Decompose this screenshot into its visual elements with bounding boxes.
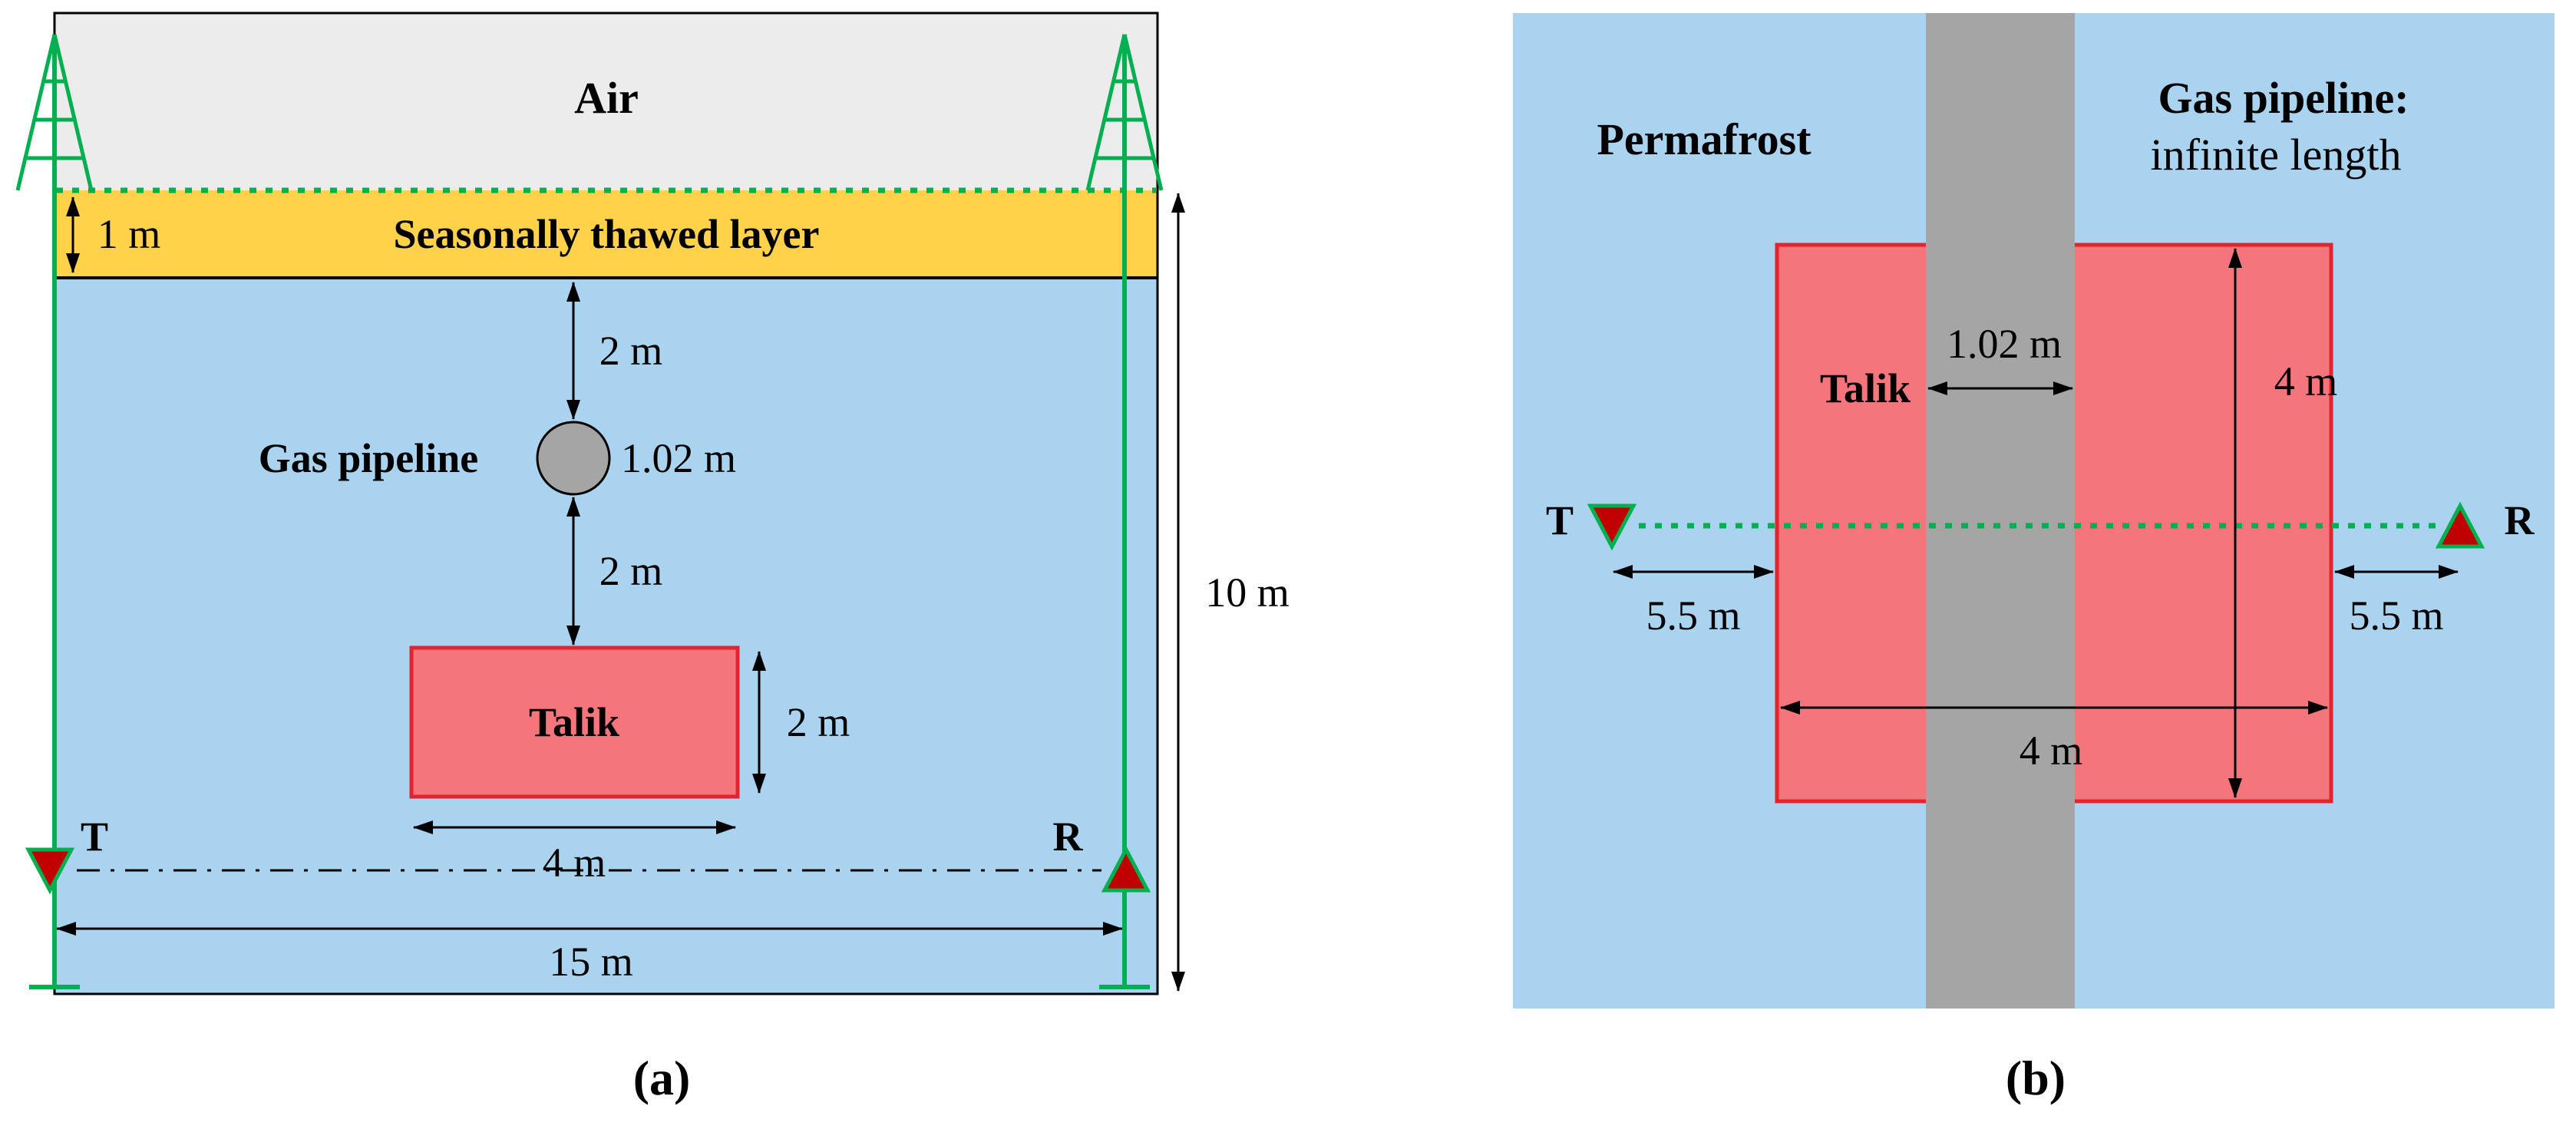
antenna-tower-right-icon bbox=[1085, 34, 1164, 191]
pipeline-circle-icon bbox=[536, 421, 611, 496]
domain-height-label: 10 m bbox=[1205, 569, 1290, 616]
pipe-depth-gap-label: 2 m bbox=[599, 328, 663, 374]
transmitter-icon-b bbox=[1587, 503, 1637, 551]
talik-width-label-a: 4 m bbox=[542, 840, 606, 886]
gas-pipeline-label: Gas pipeline bbox=[258, 435, 479, 481]
pipe-talik-gap-label: 2 m bbox=[599, 548, 663, 594]
transmitter-label-b: T bbox=[1545, 497, 1574, 543]
permafrost-label: Permafrost bbox=[1597, 114, 1811, 164]
domain-width-label: 15 m bbox=[549, 939, 633, 985]
antenna-tower-left-icon bbox=[15, 34, 94, 191]
panel-a bbox=[15, 12, 1185, 995]
thawed-layer-region bbox=[55, 190, 1157, 278]
pipeline-diameter-label: 1.02 m bbox=[620, 435, 737, 481]
panel-b bbox=[1513, 13, 2555, 1009]
air-region bbox=[55, 14, 1157, 190]
receiver-icon-b bbox=[2435, 501, 2485, 549]
talik-label-a: Talik bbox=[528, 699, 620, 745]
talik-height-label-a: 2 m bbox=[786, 699, 850, 745]
pipeline-strip bbox=[1926, 13, 2075, 1009]
pipeline-width-label: 1.02 m bbox=[1946, 321, 2062, 367]
air-label: Air bbox=[574, 73, 639, 123]
pipeline-subtitle-label: infinite length bbox=[2150, 130, 2402, 180]
caption-b: (b) bbox=[2005, 1051, 2066, 1105]
talik-label-b: Talik bbox=[1819, 365, 1911, 411]
receiver-label-b: R bbox=[2504, 497, 2535, 543]
right-offset-label: 5.5 m bbox=[2349, 593, 2444, 639]
left-offset-label: 5.5 m bbox=[1646, 593, 1741, 639]
talik-height-label-b: 4 m bbox=[2274, 358, 2338, 404]
transmitter-label-a: T bbox=[80, 814, 109, 860]
pipeline-title-label: Gas pipeline: bbox=[2158, 73, 2409, 123]
transmitter-icon-a bbox=[25, 847, 75, 895]
receiver-label-a: R bbox=[1052, 814, 1083, 860]
talik-a bbox=[409, 645, 740, 799]
caption-a: (a) bbox=[632, 1051, 691, 1105]
thawed-thickness-label: 1 m bbox=[97, 211, 161, 257]
talik-width-label-b: 4 m bbox=[2019, 728, 2083, 774]
thawed-layer-label: Seasonally thawed layer bbox=[393, 211, 820, 257]
receiver-icon-a bbox=[1101, 845, 1151, 893]
